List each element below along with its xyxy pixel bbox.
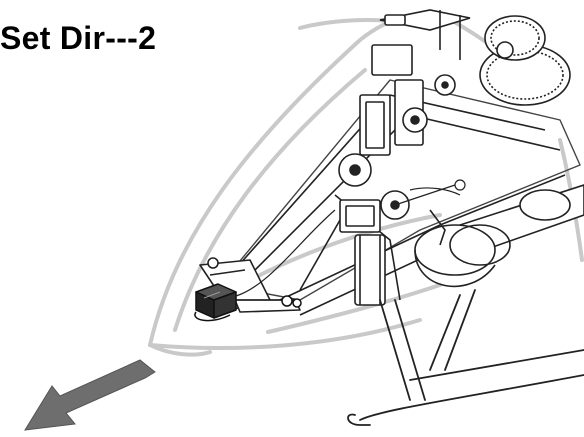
diagram-title: Set Dir---2	[0, 20, 157, 56]
landing-skids	[347, 289, 584, 426]
tail-boom	[414, 184, 584, 288]
receiver-unit-icon	[194, 283, 302, 322]
servo-horns	[338, 74, 456, 220]
servo-wires	[235, 179, 466, 297]
arrow-down-left-icon	[24, 359, 156, 431]
main-gear	[479, 15, 571, 106]
rotor-head	[379, 9, 471, 60]
